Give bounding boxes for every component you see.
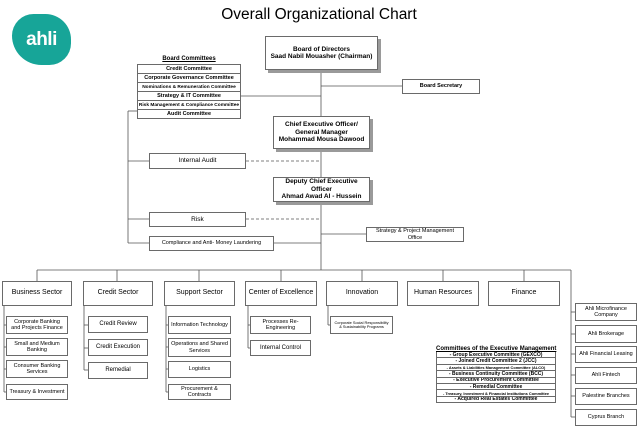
board-committees-list: Credit Committee Corporate Governance Co… bbox=[137, 64, 241, 119]
innovation-unit-csr: Corporate Social Responsibility & Sustai… bbox=[330, 316, 393, 334]
compliance-box: Compliance and Anti- Money Laundering bbox=[149, 236, 274, 251]
board-committees-heading: Board Committees bbox=[162, 56, 216, 62]
deputy-ceo-name: Ahmad Awad Al - Hussein bbox=[281, 193, 362, 201]
board-committee-item: Audit Committee bbox=[137, 109, 241, 119]
executive-committee-item: - Acquired Real Estates Committee bbox=[436, 395, 556, 404]
business-unit-sme-banking: Small and Medium Banking bbox=[6, 338, 68, 356]
sector-innovation: Innovation bbox=[326, 281, 398, 306]
subsidiary-fintech: Ahli Fintech bbox=[575, 367, 637, 384]
executive-committee-item: - Business Continuity Committee (BCC) bbox=[436, 370, 556, 378]
excellence-unit-internal-control: Internal Control bbox=[250, 340, 311, 356]
excellence-unit-processes: Processes Re-Engineering bbox=[250, 316, 311, 334]
business-unit-consumer-banking: Consumer Banking Services bbox=[6, 360, 68, 378]
risk-box: Risk bbox=[149, 212, 246, 227]
support-unit-it: Information Technology bbox=[168, 316, 231, 334]
subsidiary-financial-leasing: Ahli Financial Leasing bbox=[575, 346, 637, 363]
business-unit-corporate-banking: Corporate Banking and Projects Finance bbox=[6, 316, 68, 334]
board-title: Board of Directors bbox=[292, 45, 351, 53]
ceo-name: Mohammad Mousa Dawood bbox=[278, 136, 365, 144]
sector-support: Support Sector bbox=[164, 281, 235, 306]
board-secretary-box: Board Secretary bbox=[402, 79, 480, 94]
executive-committees-heading: Committees of the Executive Management bbox=[436, 346, 557, 352]
chart-title: Overall Organizational Chart bbox=[221, 6, 417, 23]
support-unit-procurement: Procurement & Contracts bbox=[168, 384, 231, 400]
board-of-directors-box: Board of Directors Saad Nabil Mouasher (… bbox=[265, 36, 378, 70]
sector-finance: Finance bbox=[488, 281, 560, 306]
deputy-ceo-title: Deputy Chief Executive Officer bbox=[285, 178, 358, 193]
sector-center-of-excellence: Center of Excellence bbox=[245, 281, 317, 306]
executive-committee-item: - Group Executive Committee (GEXCO) bbox=[436, 351, 556, 359]
subsidiary-cyprus-branch: Cyprus Branch bbox=[575, 409, 637, 426]
support-unit-logistics: Logistics bbox=[168, 361, 231, 378]
strategy-pmo-box: Strategy & Project Management Office bbox=[366, 227, 464, 242]
sector-human-resources: Human Resources bbox=[407, 281, 479, 306]
logo-text: ahli bbox=[26, 28, 57, 50]
subsidiary-microfinance: Ahli Microfinance Company bbox=[575, 303, 637, 321]
support-unit-operations: Operations and Shared Services bbox=[168, 338, 231, 357]
business-unit-treasury: Treasury & Investment bbox=[6, 384, 68, 400]
subsidiary-palestine-branches: Palestine Branches bbox=[575, 388, 637, 405]
credit-unit-execution: Credit Execution bbox=[88, 339, 148, 356]
credit-unit-review: Credit Review bbox=[88, 316, 148, 333]
ahli-logo: ahli bbox=[12, 14, 71, 65]
internal-audit-box: Internal Audit bbox=[149, 153, 246, 169]
subsidiary-brokerage: Ahli Brokerage bbox=[575, 325, 637, 343]
ceo-title-1: Chief Executive Officer/ bbox=[285, 121, 358, 129]
executive-committees: Committees of the Executive Management -… bbox=[436, 346, 557, 404]
executive-committee-item: - Executive Procurement Committee bbox=[436, 376, 556, 384]
credit-unit-remedial: Remedial bbox=[88, 362, 148, 379]
ceo-box: Chief Executive Officer/ General Manager… bbox=[273, 116, 370, 149]
board-chairman: Saad Nabil Mouasher (Chairman) bbox=[270, 53, 373, 60]
deputy-ceo-box: Deputy Chief Executive Officer Ahmad Awa… bbox=[273, 177, 370, 202]
ceo-title-2: General Manager bbox=[295, 128, 348, 136]
sector-business: Business Sector bbox=[2, 281, 72, 306]
sector-credit: Credit Sector bbox=[83, 281, 153, 306]
